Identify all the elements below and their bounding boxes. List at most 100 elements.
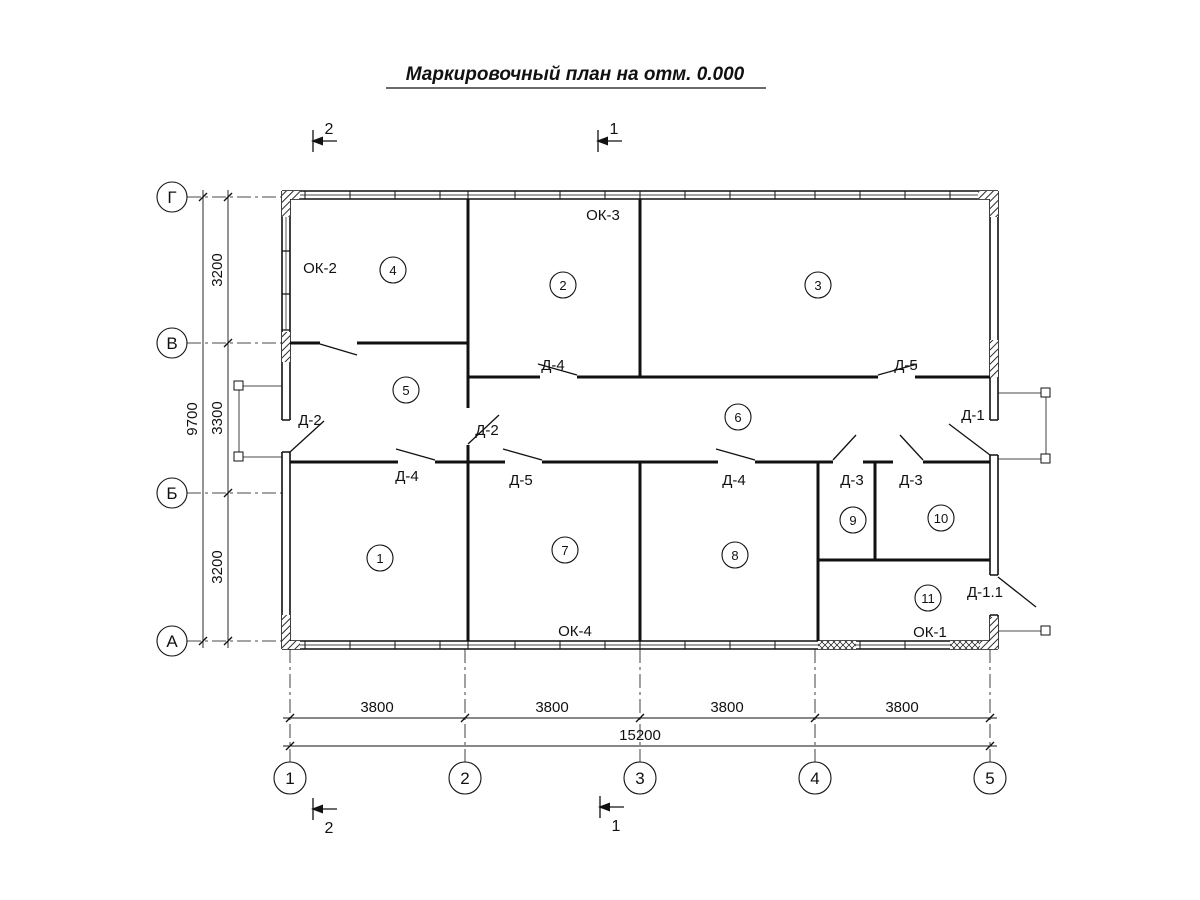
- room-bubble-7: 7: [551, 536, 579, 564]
- room-number: 5: [402, 383, 409, 398]
- door-jambs-outer: [282, 419, 998, 616]
- section-number: 1: [610, 121, 619, 138]
- axis-bubble-3: 3: [623, 761, 657, 795]
- room-bubble-10: 10: [927, 504, 955, 532]
- axis-number: 2: [460, 769, 469, 788]
- room-numbers: 1 2 3 4 5 6 7 8 9 10 11: [366, 256, 955, 612]
- axis-letter: Б: [166, 484, 177, 503]
- dim-h3: 3800: [710, 699, 743, 716]
- crosshatch-pier: [818, 641, 856, 649]
- hatch-pier: [990, 617, 998, 641]
- section-arrowhead-icon: [311, 804, 323, 814]
- bottom-dimension-ticks: [285, 713, 995, 751]
- hatch-pier: [282, 191, 300, 199]
- column-axis-bubbles: 1 2 3 4 5: [273, 761, 1007, 795]
- left-dimension-ticks: [198, 192, 233, 646]
- room-number: 11: [921, 591, 935, 606]
- door-mark-d4: Д-4: [541, 357, 565, 374]
- hatch-pier: [978, 191, 998, 199]
- window-mark-ok2: ОК-2: [303, 260, 337, 277]
- room5-corridor-door-leaf-d2: [467, 414, 500, 445]
- room-number: 6: [734, 410, 741, 425]
- axis-bubble-2: 2: [448, 761, 482, 795]
- porch-post: [233, 451, 244, 462]
- room-bubble-3: 3: [804, 271, 832, 299]
- room-bubble-4: 4: [379, 256, 407, 284]
- hatch-pier: [990, 199, 998, 217]
- room-number: 4: [389, 263, 396, 278]
- axis-number: 5: [985, 769, 994, 788]
- walls: [281, 190, 999, 650]
- room-bubble-11: 11: [914, 584, 942, 612]
- left-dimension-lines: [202, 190, 229, 648]
- room-number: 3: [814, 278, 821, 293]
- wall-hatching: [282, 191, 998, 649]
- dim-v-total: 9700: [184, 402, 201, 435]
- bottom-dimensions: 3800 3800 3800 3800 15200: [283, 699, 997, 751]
- dim-h-total: 15200: [619, 727, 661, 744]
- axis-bubble-v: В: [156, 327, 188, 359]
- left-dimensions: 3200 3300 3200 9700: [184, 190, 233, 648]
- door-mark-d2: Д-2: [475, 422, 499, 439]
- door-mark-d1-1: Д-1.1: [967, 584, 1003, 601]
- row-axis-lines: [187, 196, 283, 642]
- hatch-pier: [990, 340, 998, 378]
- room-number: 9: [849, 513, 856, 528]
- room-number: 2: [559, 278, 566, 293]
- section-number: 2: [325, 820, 334, 837]
- door-mark-d1: Д-1: [961, 407, 985, 424]
- window-mark-ok3: ОК-3: [586, 207, 620, 224]
- room-number: 8: [731, 548, 738, 563]
- doors: [289, 343, 1037, 608]
- window-mark-ok1: ОК-1: [913, 624, 947, 641]
- interior-walls: [290, 199, 990, 641]
- axis-number: 1: [285, 769, 294, 788]
- element-marks: ОК-2 ОК-3 ОК-4 ОК-1 Д-4 Д-5 Д-2 Д-2 Д-1 …: [298, 207, 1003, 641]
- entrance-door-leaf-d2: [289, 420, 325, 453]
- hatch-pier: [282, 615, 290, 641]
- dim-v3: 3200: [209, 550, 226, 583]
- room9-door-leaf-d3: [832, 434, 857, 461]
- right-porch-outline: [998, 392, 1047, 460]
- drawing-title: Маркировочный план на отм. 0.000: [406, 64, 745, 85]
- room4-room5-door-leaf: [319, 343, 358, 356]
- section-mark-1-top: 1: [596, 121, 622, 152]
- room-number: 7: [561, 543, 568, 558]
- room-bubble-8: 8: [721, 541, 749, 569]
- row-axis-bubbles: Г В Б А: [156, 181, 188, 657]
- dim-v2: 3300: [209, 401, 226, 434]
- room-bubble-2: 2: [549, 271, 577, 299]
- door-mark-d5: Д-5: [509, 472, 533, 489]
- axis-number: 4: [810, 769, 819, 788]
- axis-bubble-b: Б: [156, 477, 188, 509]
- axis-bubble-a: А: [156, 625, 188, 657]
- dim-h2: 3800: [535, 699, 568, 716]
- axis-letter: А: [166, 632, 178, 651]
- section-mark-2-top: 2: [311, 121, 337, 152]
- porch-post: [233, 380, 244, 391]
- section-mark-2-bottom: 2: [311, 798, 337, 837]
- room11-door-leaf-d1-1: [997, 576, 1037, 608]
- axis-bubble-4: 4: [798, 761, 832, 795]
- bottom-wall-ticks: [304, 641, 906, 649]
- exit-door-leaf-d1: [948, 423, 991, 456]
- axis-bubble-g: Г: [156, 181, 188, 213]
- door-mark-d2: Д-2: [298, 412, 322, 429]
- room-bubble-6: 6: [724, 403, 752, 431]
- top-wall-ticks: [304, 191, 951, 199]
- crosshatch-pier: [950, 641, 980, 649]
- porch-post: [1040, 625, 1051, 636]
- hatch-pier: [978, 641, 998, 649]
- porch-post: [1040, 387, 1051, 398]
- room-bubble-5: 5: [392, 376, 420, 404]
- section-number: 1: [612, 818, 621, 835]
- door-mark-d3: Д-3: [899, 472, 923, 489]
- door-mark-d5: Д-5: [894, 357, 918, 374]
- section-arrowhead-icon: [311, 136, 323, 146]
- dim-h1: 3800: [360, 699, 393, 716]
- porches: [233, 380, 1051, 636]
- window-mark-ok4: ОК-4: [558, 623, 592, 640]
- axis-bubble-1: 1: [273, 761, 307, 795]
